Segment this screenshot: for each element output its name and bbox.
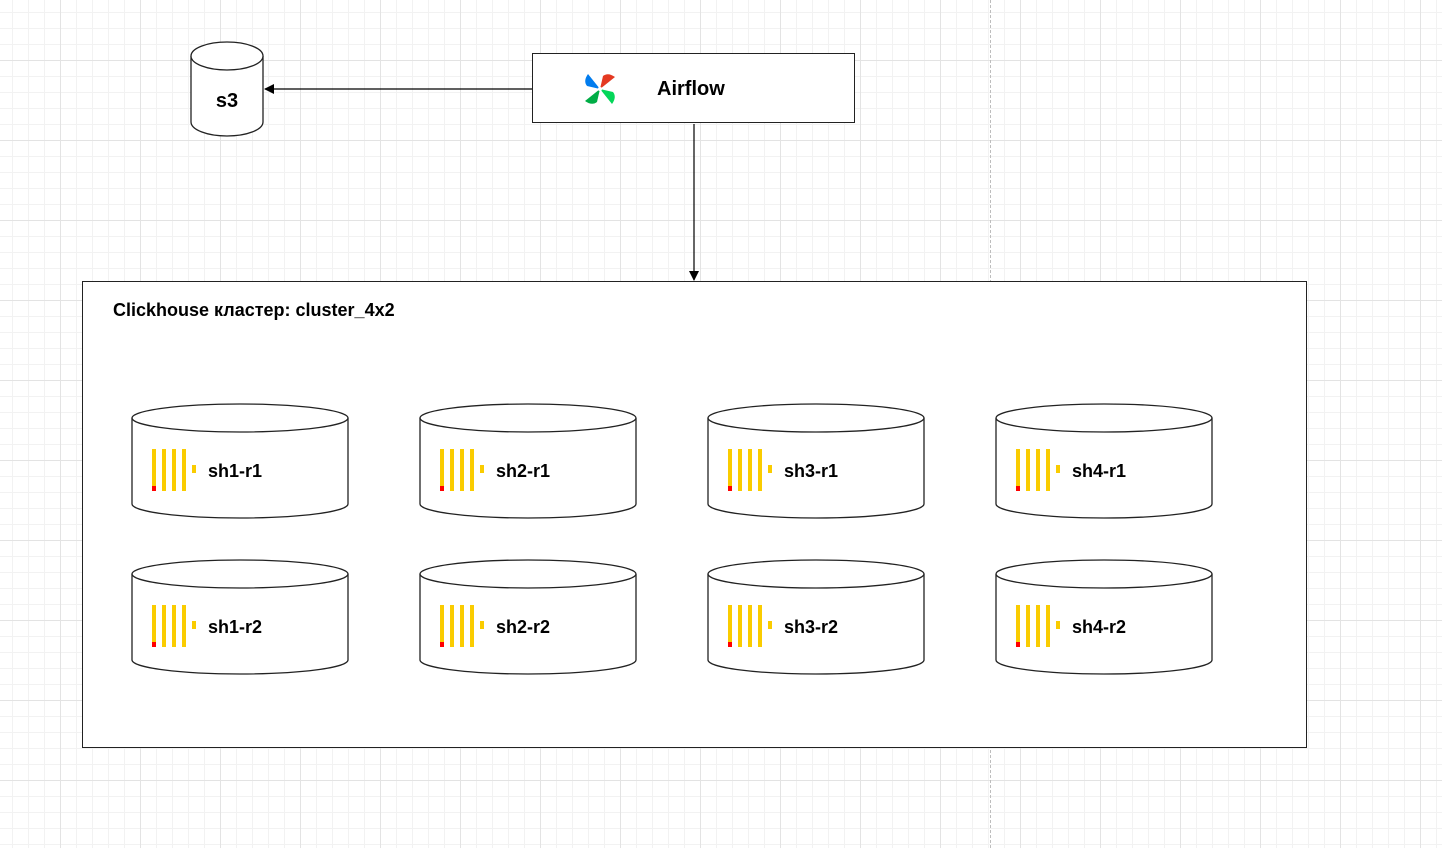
cylinder-shape: [707, 559, 925, 675]
clickhouse-logo-icon: [440, 605, 484, 647]
cylinder-shape: [131, 403, 349, 519]
node-sh4-r2[interactable]: sh4-r2: [994, 558, 1214, 678]
node-sh2-r1[interactable]: sh2-r1: [418, 402, 638, 522]
cluster-title: Clickhouse кластер: cluster_4x2: [113, 300, 395, 320]
node-label: sh3-r2: [784, 617, 839, 637]
node-sh4-r1[interactable]: sh4-r1: [994, 402, 1214, 522]
node-sh1-r2[interactable]: sh1-r2: [130, 558, 350, 678]
clickhouse-cluster[interactable]: Clickhouse кластер: cluster_4x2 sh1-r1 s…: [82, 281, 1307, 748]
clickhouse-logo-icon: [152, 605, 196, 647]
cylinder-shape: [707, 403, 925, 519]
cylinder-shape: [995, 403, 1213, 519]
cylinder-shape: [419, 559, 637, 675]
node-sh1-r1[interactable]: sh1-r1: [130, 402, 350, 522]
node-label: sh4-r2: [1072, 617, 1127, 637]
clickhouse-logo-icon: [152, 449, 196, 491]
cylinder-shape: [131, 559, 349, 675]
clickhouse-logo-icon: [1016, 605, 1060, 647]
database-cylinder-icon: [190, 41, 264, 137]
clickhouse-logo-icon: [728, 605, 772, 647]
node-sh3-r1[interactable]: sh3-r1: [706, 402, 926, 522]
clickhouse-logo-icon: [1016, 449, 1060, 491]
node-label: sh1-r2: [208, 617, 263, 637]
node-label: sh2-r2: [496, 617, 551, 637]
node-label: sh4-r1: [1072, 461, 1127, 481]
node-label: sh2-r1: [496, 461, 551, 481]
s3-label: s3: [215, 90, 239, 112]
node-label: sh1-r1: [208, 461, 263, 481]
node-label: sh3-r1: [784, 461, 839, 481]
cylinder-shape: [995, 559, 1213, 675]
clickhouse-logo-icon: [440, 449, 484, 491]
node-sh3-r2[interactable]: sh3-r2: [706, 558, 926, 678]
s3-node[interactable]: s3: [189, 40, 265, 138]
cylinder-shape: [419, 403, 637, 519]
airflow-pinwheel-icon: [585, 74, 615, 104]
airflow-node[interactable]: Airflow: [532, 53, 855, 123]
clickhouse-logo-icon: [728, 449, 772, 491]
node-sh2-r2[interactable]: sh2-r2: [418, 558, 638, 678]
airflow-label: Airflow: [657, 78, 725, 100]
